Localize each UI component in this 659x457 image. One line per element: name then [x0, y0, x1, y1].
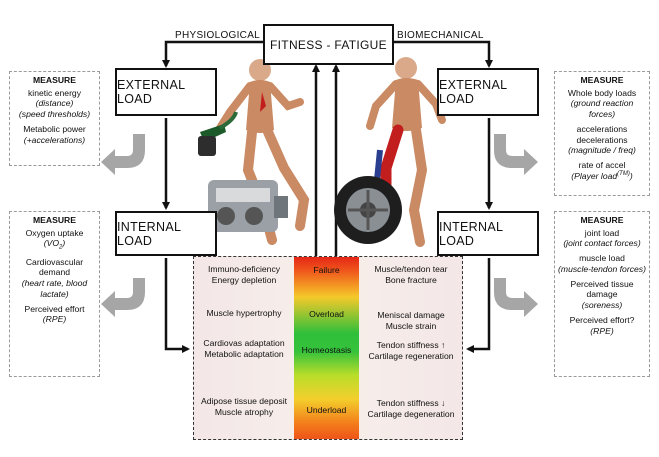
right-external-measure-box: MEASURE Whole body loads (ground reactio…: [554, 71, 650, 196]
measure-title: MEASURE: [33, 75, 76, 85]
engine-icon: [208, 180, 288, 232]
measure-item-detail: (Player load(TM)): [571, 170, 633, 181]
measure-item-detail: (speed thresholds): [18, 109, 91, 120]
scale-label-overload: Overload: [309, 309, 344, 319]
measure-item: Metabolic power: [23, 123, 86, 134]
right-internal-load-box: INTERNAL LOAD: [437, 211, 539, 256]
gray-arrow-left-internal: [101, 278, 145, 317]
left-external-measure-box: MEASURE kinetic energy (distance) (speed…: [9, 71, 100, 166]
measure-item: accelerations decelerations: [576, 123, 628, 145]
measure-item-detail: (RPE): [590, 325, 614, 336]
physiological-caption: PHYSIOLOGICAL: [175, 30, 261, 41]
gray-arrow-right-internal: [494, 278, 538, 317]
measure-item: kinetic energy: [27, 87, 82, 98]
measure-item-detail: (VO2): [43, 238, 66, 252]
biomechanical-outcome-homeostasis: Tendon stiffness ↑ Cartilage regeneratio…: [368, 340, 454, 361]
physiological-outcome-homeostasis: Cardiovas adaptation Metabolic adaptatio…: [203, 338, 285, 359]
measure-item: Whole body loads: [567, 87, 637, 98]
measure-item-detail: (soreness): [581, 300, 623, 311]
measure-item: rate of accel: [578, 160, 626, 171]
measure-item-detail: (ground reaction forces): [570, 98, 634, 120]
physiological-outcome-underload: Adipose tissue deposit Muscle atrophy: [201, 396, 287, 417]
fuel-nozzle-icon: [198, 111, 238, 156]
anatomy-illustrations: [198, 57, 446, 247]
scale-label-failure: Failure: [313, 265, 340, 275]
load-scale-gradient: Failure Overload Homeostasis Underload: [294, 257, 359, 439]
measure-item-detail: (joint contact forces): [563, 238, 641, 249]
measure-item: Perceived tissue damage: [570, 278, 634, 300]
measure-item: joint load: [584, 227, 620, 238]
arrow-center-to-right-external: [393, 40, 493, 68]
measure-title: MEASURE: [580, 75, 624, 85]
left-external-load-box: EXTERNAL LOAD: [115, 68, 217, 116]
gray-arrow-right-external: [494, 134, 538, 175]
arrow-right-internal-to-panel: [466, 258, 491, 353]
measure-item: muscle load: [579, 253, 625, 264]
biomechanical-outcome-overload: Meniscal damage Muscle strain: [377, 310, 445, 331]
measure-item: Perceived effort: [24, 303, 85, 314]
measure-title: MEASURE: [33, 215, 76, 225]
measure-item-detail: (magnitude / freq): [568, 145, 636, 156]
measure-item-detail: (muscle-tendon forces): [558, 263, 646, 274]
scale-label-underload: Underload: [306, 405, 347, 415]
physiological-outcome-overload: Muscle hypertrophy: [206, 308, 282, 318]
measure-item-detail: (distance): [35, 98, 74, 109]
measure-item-detail: (heart rate, blood lactate): [21, 278, 88, 299]
biomechanical-caption: BIOMECHANICAL: [397, 30, 484, 41]
biomechanical-outcome-failure: Muscle/tendon tear Bone fracture: [374, 264, 448, 285]
left-internal-load-box: INTERNAL LOAD: [115, 211, 217, 256]
right-internal-measure-box: MEASURE joint load (joint contact forces…: [554, 211, 650, 377]
measure-item: Oxygen uptake: [25, 227, 84, 238]
measure-item-detail: (RPE): [42, 314, 67, 325]
scale-label-homeostasis: Homeostasis: [301, 345, 352, 355]
left-internal-measure-box: MEASURE Oxygen uptake (VO2) Cardiovascul…: [9, 211, 100, 377]
measure-item: Cardiovascular demand: [25, 256, 84, 278]
arrow-center-to-left-external: [162, 40, 263, 68]
biomechanical-outcome-underload: Tendon stiffness ↓ Cartilage degeneratio…: [367, 398, 455, 419]
fitness-fatigue-box: FITNESS - FATIGUE: [263, 24, 394, 65]
arrow-left-internal-to-panel: [164, 258, 190, 353]
measure-item: Perceived effort?: [569, 314, 635, 325]
physiological-outcome-failure: Immuno-deficiency Energy depletion: [207, 264, 281, 285]
right-external-load-box: EXTERNAL LOAD: [437, 68, 539, 116]
gray-arrow-left-external: [101, 134, 145, 175]
measure-item-detail: (+accelerations): [23, 134, 86, 145]
wheel-icon: [334, 176, 402, 244]
measure-title: MEASURE: [580, 215, 624, 225]
